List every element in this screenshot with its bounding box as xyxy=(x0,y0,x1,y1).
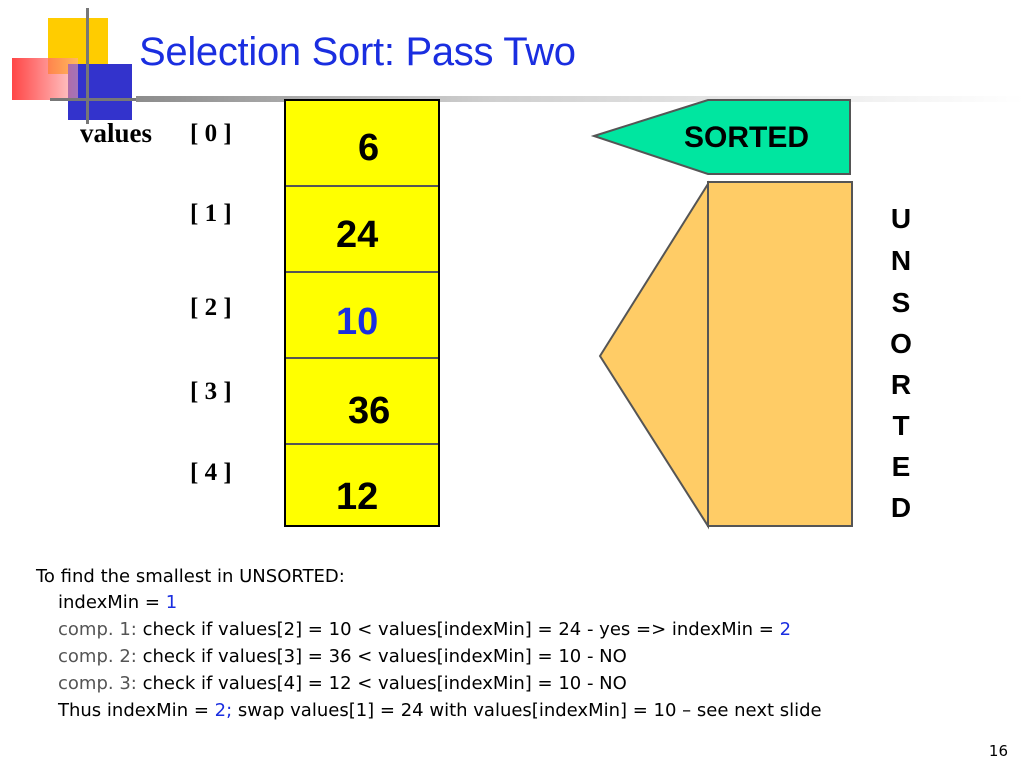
unsorted-letter: N xyxy=(890,245,912,276)
index-label: [ 2 ] xyxy=(190,294,232,321)
init-value: 1 xyxy=(165,592,178,613)
array-cell-value: 12 xyxy=(336,476,379,518)
explanation-line-comp2: comp. 2: check if values[3] = 36 < value… xyxy=(58,646,627,667)
explanation-block: To find the smallest in UNSORTED: indexM… xyxy=(36,566,996,726)
page-title: Selection Sort: Pass Two xyxy=(139,30,576,74)
thus-label: Thus indexMin = xyxy=(58,700,215,721)
thus-text: swap values[1] = 24 with values[indexMin… xyxy=(232,700,822,721)
array-cell-value: 6 xyxy=(358,127,380,169)
sorted-arrow-shape xyxy=(590,99,851,175)
index-label: [ 4 ] xyxy=(190,459,232,486)
index-label: [ 0 ] xyxy=(190,120,232,147)
array-name-label: values xyxy=(80,118,153,148)
index-label: [ 3 ] xyxy=(190,378,232,405)
explanation-line-conclusion: Thus indexMin = 2; swap values[1] = 24 w… xyxy=(58,700,822,721)
array-cell-value-highlighted: 10 xyxy=(336,301,379,343)
corner-decoration-blue xyxy=(68,64,132,120)
array-cell: 10 xyxy=(286,273,438,359)
thus-value: 2; xyxy=(214,700,233,721)
unsorted-letter: E xyxy=(891,451,911,482)
array-cell-value: 36 xyxy=(348,390,391,432)
explanation-line-comp3: comp. 3: check if values[4] = 12 < value… xyxy=(58,673,627,694)
corner-decoration-line xyxy=(86,8,89,124)
sorted-label: SORTED xyxy=(684,121,810,154)
array-box: 6 24 10 36 12 xyxy=(284,99,440,527)
explanation-line-init: indexMin = 1 xyxy=(58,592,177,613)
unsorted-letter: U xyxy=(890,203,912,234)
array-cell: 24 xyxy=(286,187,438,273)
index-label: [ 1 ] xyxy=(190,200,232,227)
explanation-line-comp1: comp. 1: check if values[2] = 10 < value… xyxy=(58,619,791,640)
array-cell: 12 xyxy=(286,443,438,529)
array-cell: 36 xyxy=(286,359,438,445)
unsorted-letter: D xyxy=(890,492,912,523)
comp-label: comp. 1: xyxy=(58,619,137,640)
corner-decoration-red xyxy=(12,58,78,100)
comp-value: 2 xyxy=(779,619,792,640)
corner-decoration-line xyxy=(50,98,142,101)
comp-label: comp. 2: xyxy=(58,646,137,667)
slide-number: 16 xyxy=(988,742,1008,760)
comp-label: comp. 3: xyxy=(58,673,137,694)
unsorted-letter: O xyxy=(890,328,912,359)
array-cell: 6 xyxy=(286,101,438,187)
comp-text: check if values[2] = 10 < values[indexMi… xyxy=(136,619,780,640)
title-underline xyxy=(136,96,1024,102)
init-label: indexMin = xyxy=(58,592,166,613)
comp-text: check if values[3] = 36 < values[indexMi… xyxy=(136,646,627,667)
unsorted-letter: R xyxy=(890,369,912,400)
array-cell-value: 24 xyxy=(336,214,379,256)
explanation-intro: To find the smallest in UNSORTED: xyxy=(36,566,345,587)
unsorted-letter: S xyxy=(891,287,911,318)
comp-text: check if values[4] = 12 < values[indexMi… xyxy=(136,673,627,694)
unsorted-letter: T xyxy=(892,410,910,441)
unsorted-region-shape xyxy=(598,180,853,530)
